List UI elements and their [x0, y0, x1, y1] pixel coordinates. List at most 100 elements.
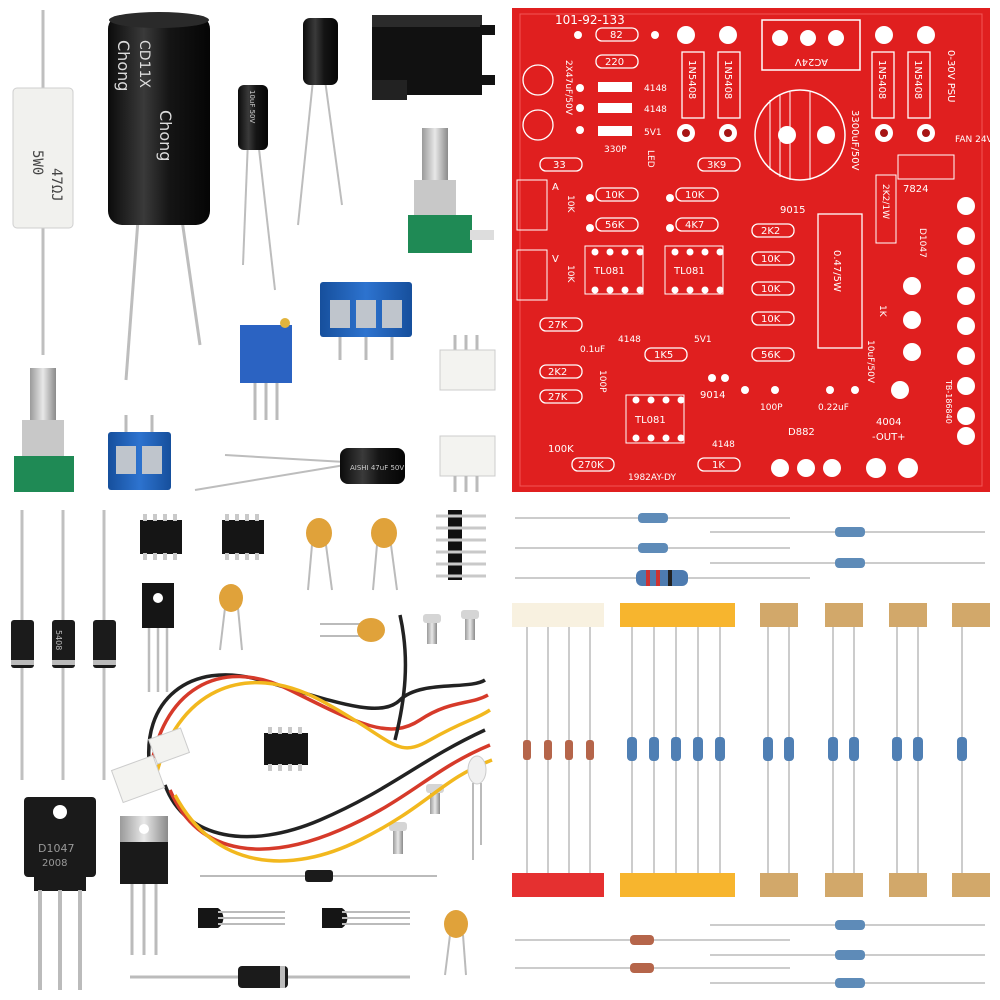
pcb-r-3k9: 3K9	[707, 160, 726, 171]
loose-resistor-10	[710, 978, 985, 988]
pcb-cap-330p: 330P	[604, 145, 627, 155]
to92-transistor-2	[322, 908, 410, 928]
pcb-cap-100p-v: 100P	[597, 370, 607, 393]
dip8-ic-1	[140, 514, 182, 560]
pcb-r-4k7: 4K7	[685, 220, 704, 231]
to126-transistor	[142, 583, 174, 692]
pcb-1n4148-b: 4148	[644, 105, 667, 115]
ceramic-capacitor-4	[320, 618, 385, 642]
dip8-ic-3	[264, 727, 308, 771]
pcb-r-1k5: 1K5	[654, 350, 673, 361]
pcb-cap-100p: 100P	[760, 403, 783, 413]
power-resistor-label-1: 5W0	[29, 150, 45, 175]
pcb-board-id: TB-186840	[944, 379, 953, 424]
capacitor-model: CD11X	[136, 40, 152, 88]
potentiometer-2	[14, 368, 74, 492]
pcb-d1047: D1047	[917, 228, 927, 258]
potentiometer	[408, 128, 494, 253]
pcb-1n4148-c: 4148	[618, 335, 641, 345]
rectifier-diode-1	[11, 510, 34, 780]
capacitor-brand-2: Chong	[156, 110, 175, 161]
power-resistor: 5W0 47ΩJ	[12, 10, 74, 355]
small-electrolytic-capacitor: 10uF 50V	[238, 85, 276, 291]
pcb-out-label: -OUT+	[872, 432, 906, 443]
signal-diode	[200, 870, 437, 882]
capacitor-brand: Chong	[114, 40, 133, 91]
pcb-r-27k-b: 27K	[548, 392, 568, 403]
pcb-4004: 4004	[876, 417, 901, 428]
ceramic-capacitor-1	[306, 518, 333, 591]
screw-2	[461, 610, 479, 640]
loose-resistor-6	[710, 920, 985, 930]
pcb-cap-2x47: 2X47uF/50V	[563, 60, 573, 116]
rectifier-diode-3	[93, 510, 116, 780]
pcb-led: LED	[645, 150, 655, 168]
wire-connector	[110, 727, 191, 804]
loose-resistor-1	[515, 513, 790, 523]
pcb-r-10k-d: 10K	[761, 284, 781, 295]
ceramic-capacitor-5	[444, 910, 468, 976]
transistor-marking: D1047	[38, 842, 74, 855]
pcb-r-2k2-a: 2K2	[761, 226, 780, 237]
pcb-zener-b: 5V1	[694, 335, 712, 345]
pcb-maker: 1982AY-DY	[628, 473, 676, 483]
rectifier-diode-2: 5408	[52, 510, 75, 780]
pcb-ic-3: TL081	[634, 415, 666, 426]
screw-4	[389, 822, 407, 854]
pcb-diode-2: 1N5408	[722, 60, 733, 99]
pcb-ac-label: AC24V	[795, 56, 828, 67]
trimmer-potentiometer	[240, 318, 292, 420]
pcb-7824: 7824	[903, 184, 928, 195]
pcb-code: 101-92-133	[555, 13, 625, 27]
resistor-tape-group-6	[952, 603, 990, 897]
small-electrolytic-capacitor-2	[297, 18, 343, 226]
pcb-pot-a: 10K	[565, 195, 575, 213]
wire-harness	[147, 614, 493, 863]
loose-resistor-2	[710, 527, 985, 537]
pcb-res-047: 0.47/5W	[831, 250, 842, 292]
horizontal-electrolytic-capacitor: AISHI 47uF 50V	[194, 448, 405, 491]
pcb-r-82: 82	[610, 30, 623, 41]
pcb-r-220: 220	[605, 57, 624, 68]
white-connector-1	[439, 335, 496, 391]
pcb-1k-b: 1K	[877, 305, 887, 318]
resistor-tape-group-5	[889, 603, 927, 897]
loose-resistor-7	[515, 935, 790, 945]
pcb-9014: 9014	[700, 390, 725, 401]
power-resistor-label-2: 47ΩJ	[48, 168, 64, 202]
pcb-pot-v: 10K	[565, 265, 575, 283]
pcb-r-10k-c: 10K	[761, 254, 781, 265]
ceramic-capacitor-3	[219, 584, 243, 651]
pcb-label-v: V	[552, 254, 559, 265]
led	[467, 755, 487, 860]
resistor-tape-group-2	[620, 603, 735, 897]
pcb-zener-a: 5V1	[644, 128, 662, 138]
pcb-ic-1: TL081	[593, 266, 625, 277]
loose-resistor-3	[515, 543, 790, 553]
small-cap-text: 10uF 50V	[248, 90, 256, 124]
pin-header	[436, 510, 486, 580]
resistor-tape-group-1	[512, 603, 604, 897]
loose-resistor-4	[710, 558, 985, 568]
pcb-r-10k-e: 10K	[761, 314, 781, 325]
pcb-r-1k-a: 1K	[712, 460, 725, 471]
resistor-tape-group-4	[825, 603, 863, 897]
transistor-code: 2008	[42, 858, 67, 869]
loose-resistor-9	[515, 963, 790, 973]
pcb-diode-3: 1N5408	[876, 60, 887, 99]
to220-regulator	[120, 816, 168, 955]
terminal-block-2pin	[108, 415, 171, 490]
large-electrolytic-capacitor: Chong CD11X Chong	[108, 12, 210, 381]
pcb-cap-10u: 10uF/50V	[865, 340, 875, 384]
pcb-r-33: 33	[553, 160, 566, 171]
heatsink	[372, 15, 495, 100]
pcb-d882: D882	[788, 427, 815, 438]
terminal-block-3pin	[320, 282, 412, 360]
pcb-r-10k-b: 10K	[685, 190, 705, 201]
pcb-r-56k-b: 56K	[761, 350, 781, 361]
pcb-label-a: A	[552, 182, 559, 193]
pcb-diode-4: 1N5408	[912, 60, 923, 99]
pcb-r-10k-a: 10K	[605, 190, 625, 201]
pcb-r-27k-a: 27K	[548, 320, 568, 331]
